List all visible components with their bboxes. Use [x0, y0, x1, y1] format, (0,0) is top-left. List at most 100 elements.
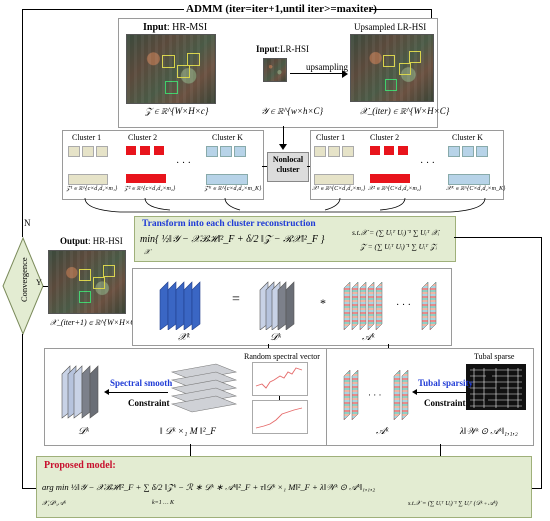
ak-norm-label: λ‖𝒲ᵏ ⊙ 𝒜ᵏ‖₁,₁,₂	[460, 426, 518, 436]
ellipsis: · · ·	[176, 158, 191, 169]
cluster-right-label-1: Cluster 1	[316, 133, 346, 142]
hrmsi-math: 𝒵 ∈ ℝ^{W×H×c}	[145, 106, 209, 116]
proposed-model-box	[36, 456, 532, 518]
tubal-sparse-label: Tubal sparse	[474, 352, 515, 361]
cluster-left-math-2: 𝒵² ∈ ℝ^{c×d₁d₂×m₂}	[124, 186, 176, 192]
admm-label: ADMM (iter=iter+1,until iter>=maxiter)	[186, 3, 377, 15]
random-spectral-label: Random spectral vector	[244, 352, 320, 361]
cluster-left-label-2: Cluster 2	[128, 133, 158, 142]
converge-to-output	[43, 286, 48, 287]
constraint-1-label: Constraint	[128, 398, 170, 408]
cluster-bar	[206, 174, 248, 185]
cluster-left-math-k: 𝒵ᴷ ∈ ℝ^{c×d₁d₂×m_K}	[204, 186, 262, 192]
hrmsi-patch	[162, 55, 175, 68]
output-prefix: Output	[60, 236, 89, 246]
patch-square	[140, 146, 150, 155]
upsampled-patch	[399, 63, 411, 75]
upsampling-label: upsampling	[306, 62, 348, 72]
patch-square	[126, 146, 136, 155]
random-spectral-plot-2	[252, 400, 308, 434]
proposed-sum-range: k=1 … K	[152, 500, 175, 506]
tensor-xk-cube	[159, 281, 201, 330]
upsampled-patch	[409, 51, 421, 63]
convergence-diamond	[2, 236, 44, 336]
nonlocal-cluster-label: Nonlocal cluster	[272, 155, 304, 174]
cluster-left-frame	[62, 130, 264, 200]
hrmsi-patch	[187, 53, 200, 66]
cluster-right-frame	[310, 130, 504, 200]
patch-square	[206, 146, 218, 157]
patch-square	[370, 146, 380, 155]
cluster-merge-lines	[84, 197, 486, 213]
upsampled-patch	[383, 55, 395, 67]
svg-text:· · ·: · · ·	[368, 390, 382, 400]
tensor-dk-cube	[259, 281, 295, 330]
proposed-title: Proposed model:	[44, 460, 116, 471]
constraint-ak-cube: · · ·	[343, 369, 409, 421]
transform-eq: min{ ½‖𝒴 − 𝒳ℬℋ‖²_F + δ/2 ‖𝒵 − ℛ𝒳‖²_F }	[140, 234, 325, 245]
tensor-dk-label: 𝒟ᵏ	[270, 332, 281, 343]
lrhsi-image	[263, 58, 287, 82]
transform-title: Transform into each cluster reconstructi…	[142, 219, 316, 229]
spectral-arrow	[108, 392, 168, 393]
transform-eq-sub: 𝒳	[144, 248, 151, 256]
patch-square	[154, 146, 164, 155]
patch-square	[96, 146, 108, 157]
patch-square	[82, 146, 94, 157]
hrmsi-patch	[165, 81, 178, 94]
hrmsi-prefix: Input	[143, 22, 167, 33]
converge-down-line	[22, 334, 23, 488]
upsampled-image	[350, 34, 434, 102]
patch-square	[448, 146, 460, 157]
output-image	[48, 250, 126, 314]
output-patch	[93, 277, 105, 289]
proposed-eq: arg min ½‖𝒴 − 𝒳ℬℋ‖²_F + ∑ δ/2 ‖𝒵ᵏ − ℛ ∗ …	[42, 482, 376, 492]
tensor-xk-label: 𝒳ᵏ	[178, 332, 190, 343]
dk-norm-label: ‖ 𝒟ᵏ ×₁ M ‖²_F	[160, 427, 217, 437]
output-patch	[79, 291, 91, 303]
admm-loop-top-right	[370, 9, 432, 10]
patch-square	[68, 146, 80, 157]
hrmsi-patch	[177, 65, 190, 78]
cluster-bar	[126, 174, 166, 183]
spectral-plot-link	[279, 396, 280, 400]
nonlocal-cluster-box	[267, 152, 309, 182]
cluster-bar	[314, 174, 354, 185]
lrhsi-name: :LR-HSI	[277, 44, 310, 54]
stacked-slabs	[170, 363, 238, 413]
cluster-left-label-1: Cluster 1	[72, 133, 102, 142]
lrhsi-prefix: Input	[256, 44, 278, 54]
right-loop-vertical	[541, 237, 542, 489]
cluster-right-math-k: 𝒳ᴷ ∈ ℝ^{C×d₁d₂×m_K}	[446, 186, 506, 192]
patch-square	[398, 146, 408, 155]
nonlocal-right-arrow	[307, 166, 310, 167]
admm-loop-top	[22, 9, 184, 10]
admm-loop-right-down	[431, 9, 432, 19]
cluster-right-label-k: Cluster K	[452, 133, 483, 142]
cluster-left-label-k: Cluster K	[212, 133, 243, 142]
output-math: 𝒳_(iter+1) ∈ ℝ^{W×H×C}	[50, 318, 139, 327]
lrhsi-math: 𝒴 ∈ ℝ^{w×h×C}	[261, 106, 324, 116]
patch-square	[234, 146, 246, 157]
hrmsi-name: : HR-MSI	[166, 22, 208, 33]
hrmsi-image	[126, 34, 216, 104]
n-label: N	[24, 218, 31, 228]
equals-sign: =	[232, 292, 240, 307]
to-proposed-left	[190, 444, 191, 456]
right-loop-bottom	[530, 488, 542, 489]
cluster-bar	[448, 174, 490, 185]
right-loop-line	[454, 237, 542, 238]
y-label: Y	[36, 278, 42, 287]
svg-text:· · ·: · · ·	[396, 300, 411, 311]
transform-st-1: s.t.𝒳 = (∑ Uᵢᵀ Uᵢ)⁻¹ ∑ Uᵢᵀ 𝒳ᵢ	[352, 228, 440, 237]
constraint-ak-label: 𝒜ᵏ	[376, 426, 389, 437]
patch-square	[220, 146, 232, 157]
patch-square	[476, 146, 488, 157]
star-operator: *	[320, 296, 326, 310]
tubal-sparse-image	[466, 364, 526, 410]
to-cluster-arrow	[283, 126, 284, 146]
tensor-ak-cube: · · ·	[343, 281, 437, 331]
ellipsis: · · ·	[420, 158, 435, 169]
spectral-arrowhead	[104, 389, 109, 395]
hrmsi-title: Input: HR-MSI	[143, 22, 207, 33]
